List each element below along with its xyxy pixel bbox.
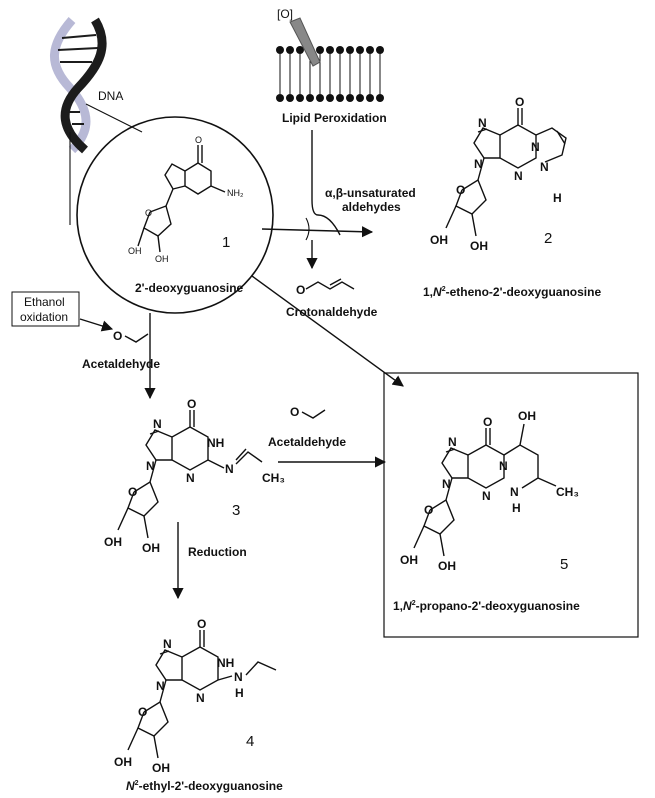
oxidant-label: [O] [277,7,293,21]
atom-n: N [234,670,243,684]
structure-4 [127,630,277,759]
dna-label: DNA [98,89,123,103]
atom-nh2: NH₂ [227,188,244,198]
atom-o: O [128,485,137,499]
atom-oh: OH [155,254,169,264]
crossing-hop [305,217,310,241]
acetaldehyde-label-2: Acetaldehyde [268,435,346,449]
atom-oh: OH [114,755,132,769]
lipid-peroxidation-label: Lipid Peroxidation [282,111,387,125]
structure-5 [413,423,557,557]
atom-o: O [296,283,305,297]
atom-n: N [225,462,234,476]
compound-3-number: 3 [232,502,240,519]
atom-o: O [424,503,433,517]
compound-5-name: 1,N2-propano-2'-deoxyguanosine [393,599,580,613]
atom-o: O [290,405,299,419]
atom-o: O [145,208,152,218]
structure-1 [137,145,226,253]
atom-o: O [187,397,196,411]
atom-ch3: CH₃ [556,485,579,499]
acetaldehyde-structure-1 [124,333,149,343]
atom-o: O [515,95,524,109]
dna-helix [50,17,107,154]
acetaldehyde-structure-2 [301,409,326,419]
atom-n: N [146,459,155,473]
crotonaldehyde-label: Crotonaldehyde [286,305,378,319]
arrow-ethanol-to-acetaldehyde [79,318,114,332]
atom-o: O [195,135,202,145]
atom-n: N [442,477,451,491]
unsat-aldehydes-label-2: aldehydes [342,200,401,214]
atom-n: N [478,116,487,130]
acetaldehyde-label-1: Acetaldehyde [82,357,160,371]
atom-n: N [540,160,549,174]
arrow-1-to-5 [251,275,404,387]
unsat-aldehydes-label-1: α,β-unsaturated [325,186,416,200]
compound-2-name: 1,N2-etheno-2'-deoxyguanosine [423,285,601,299]
atom-n: N [153,417,162,431]
atom-o: O [197,617,206,631]
atom-o: O [483,415,492,429]
atom-n: N [510,485,519,499]
atom-oh: OH [518,409,536,423]
atom-nh: NH [207,436,224,450]
crotonaldehyde-structure [305,278,355,290]
atom-n: N [474,157,483,171]
atom-n: N [514,169,523,183]
lipid-bilayer [276,17,384,102]
atom-oh: OH [152,761,170,775]
ethanol-label-1: Ethanol [24,295,65,309]
compound-1-name: 2'-deoxyguanosine [135,281,244,295]
atom-n: N [499,459,508,473]
atom-oh: OH [438,559,456,573]
atom-n: N [156,679,165,693]
ethanol-label-2: oxidation [20,310,68,324]
structure-2 [445,108,567,237]
compound-4-name: N2-ethyl-2'-deoxyguanosine [126,779,283,793]
atom-n: N [163,637,172,651]
ethanol-oxidation-box [11,291,80,327]
pathway-line [311,130,341,236]
atom-h: H [553,191,562,205]
atom-oh: OH [430,233,448,247]
atom-oh: OH [400,553,418,567]
dg-highlight-circle [76,116,274,314]
compound-2-number: 2 [544,230,552,247]
atom-n: N [448,435,457,449]
atom-h: H [235,686,244,700]
atom-oh: OH [470,239,488,253]
atom-n: N [196,691,205,705]
compound-4-number: 4 [246,733,254,750]
structure-3 [117,410,263,539]
atom-nh: NH [217,656,234,670]
atom-o: O [113,329,122,343]
reduction-label: Reduction [188,545,247,559]
atom-oh: OH [104,535,122,549]
zoom-line-right [85,103,143,133]
compound-5-box [383,372,639,638]
atom-h: H [512,501,521,515]
atom-o: O [138,705,147,719]
atom-n: N [531,140,540,154]
atom-n: N [482,489,491,503]
atom-oh: OH [142,541,160,555]
atom-o: O [456,183,465,197]
compound-5-number: 5 [560,556,568,573]
atom-oh: OH [128,246,142,256]
arrow-1-to-2 [261,226,374,238]
atom-n: N [186,471,195,485]
atom-ch3: CH₃ [262,471,285,485]
compound-1-number: 1 [222,234,230,251]
